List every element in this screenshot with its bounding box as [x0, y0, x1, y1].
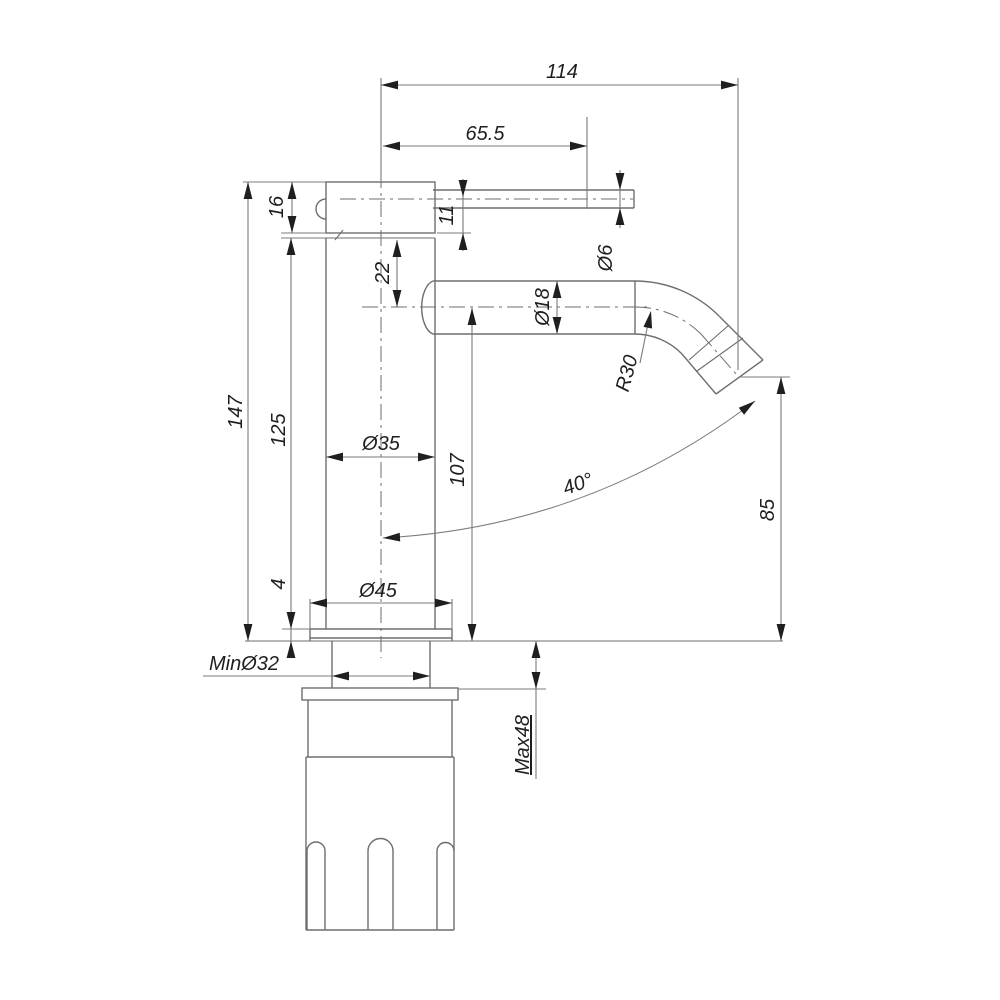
dim-dia18-label: Ø18	[532, 288, 554, 327]
dim-spout-centre-height: 107	[447, 308, 477, 641]
dim-handle-offset: 11	[436, 179, 468, 251]
dim-spout-drop: 22	[372, 240, 402, 307]
mounting-nut-upper	[306, 700, 454, 758]
dim-r30-label: R30	[612, 353, 643, 394]
dim-22-label: 22	[372, 262, 394, 285]
dim-total-height: 147	[225, 182, 253, 641]
dim-16-label: 16	[266, 195, 288, 218]
dim-85-label: 85	[757, 498, 779, 521]
centerlines	[340, 172, 738, 658]
extension-lines	[243, 78, 790, 690]
arrowhead	[721, 80, 738, 90]
dim-base-dia: Ø45	[310, 580, 452, 608]
dim-4-label: 4	[268, 578, 290, 589]
dim-mounting-hole-min: MinØ32	[203, 653, 430, 681]
cap-indicator-bump	[315, 198, 327, 220]
dim-147-label: 147	[225, 394, 247, 428]
faucet-outline	[245, 181, 783, 931]
dim-deck-thickness-max: Max48	[512, 641, 541, 779]
dim-base-thickness: 4	[268, 578, 296, 658]
mounting-nut-lower	[305, 757, 455, 931]
dim-107-label: 107	[447, 452, 469, 486]
spout-tube	[420, 280, 636, 335]
dim-body-dia: Ø35	[326, 433, 435, 462]
dim-dia35-label: Ø35	[361, 433, 401, 455]
ext-plate-dia	[309, 599, 453, 629]
dim-125-label: 125	[268, 412, 290, 446]
dim-spout-tube-dia: Ø18	[532, 281, 562, 334]
faucet-body	[325, 238, 436, 629]
arrowhead	[381, 80, 398, 90]
dim-dia6-label: Ø6	[595, 244, 617, 273]
dim-total-width: 114	[381, 61, 738, 90]
dim-handle-rod-dia: Ø6	[595, 170, 625, 273]
dim-65-5-label: 65.5	[466, 123, 506, 145]
mounting-washer	[301, 687, 459, 701]
dim-outlet-height: 85	[757, 377, 786, 641]
dim-max48-label: Max48	[512, 715, 534, 775]
dim-114-label: 114	[546, 61, 578, 83]
spout-bend-outer	[634, 280, 720, 317]
spout-nozzle	[681, 315, 764, 395]
dim-dia45-label: Ø45	[358, 580, 398, 602]
dim-handle-reach: 65.5	[383, 123, 587, 151]
nut-castellation-slots	[306, 837, 455, 930]
dim-cap-height: 16	[266, 182, 297, 233]
dim-body-height: 125	[268, 238, 296, 657]
spout-bend-inner	[634, 333, 683, 355]
dim-min-dia32-label: MinØ32	[209, 653, 279, 675]
dim-11-label: 11	[436, 205, 458, 226]
handle-lever-rod	[433, 189, 635, 209]
dim-40deg-label: 40°	[560, 469, 596, 500]
dim-bend-radius: R30	[612, 310, 656, 394]
bend-centerline	[634, 306, 738, 376]
dim-spout-angle: 40°	[382, 397, 758, 543]
threaded-shank	[331, 641, 431, 688]
